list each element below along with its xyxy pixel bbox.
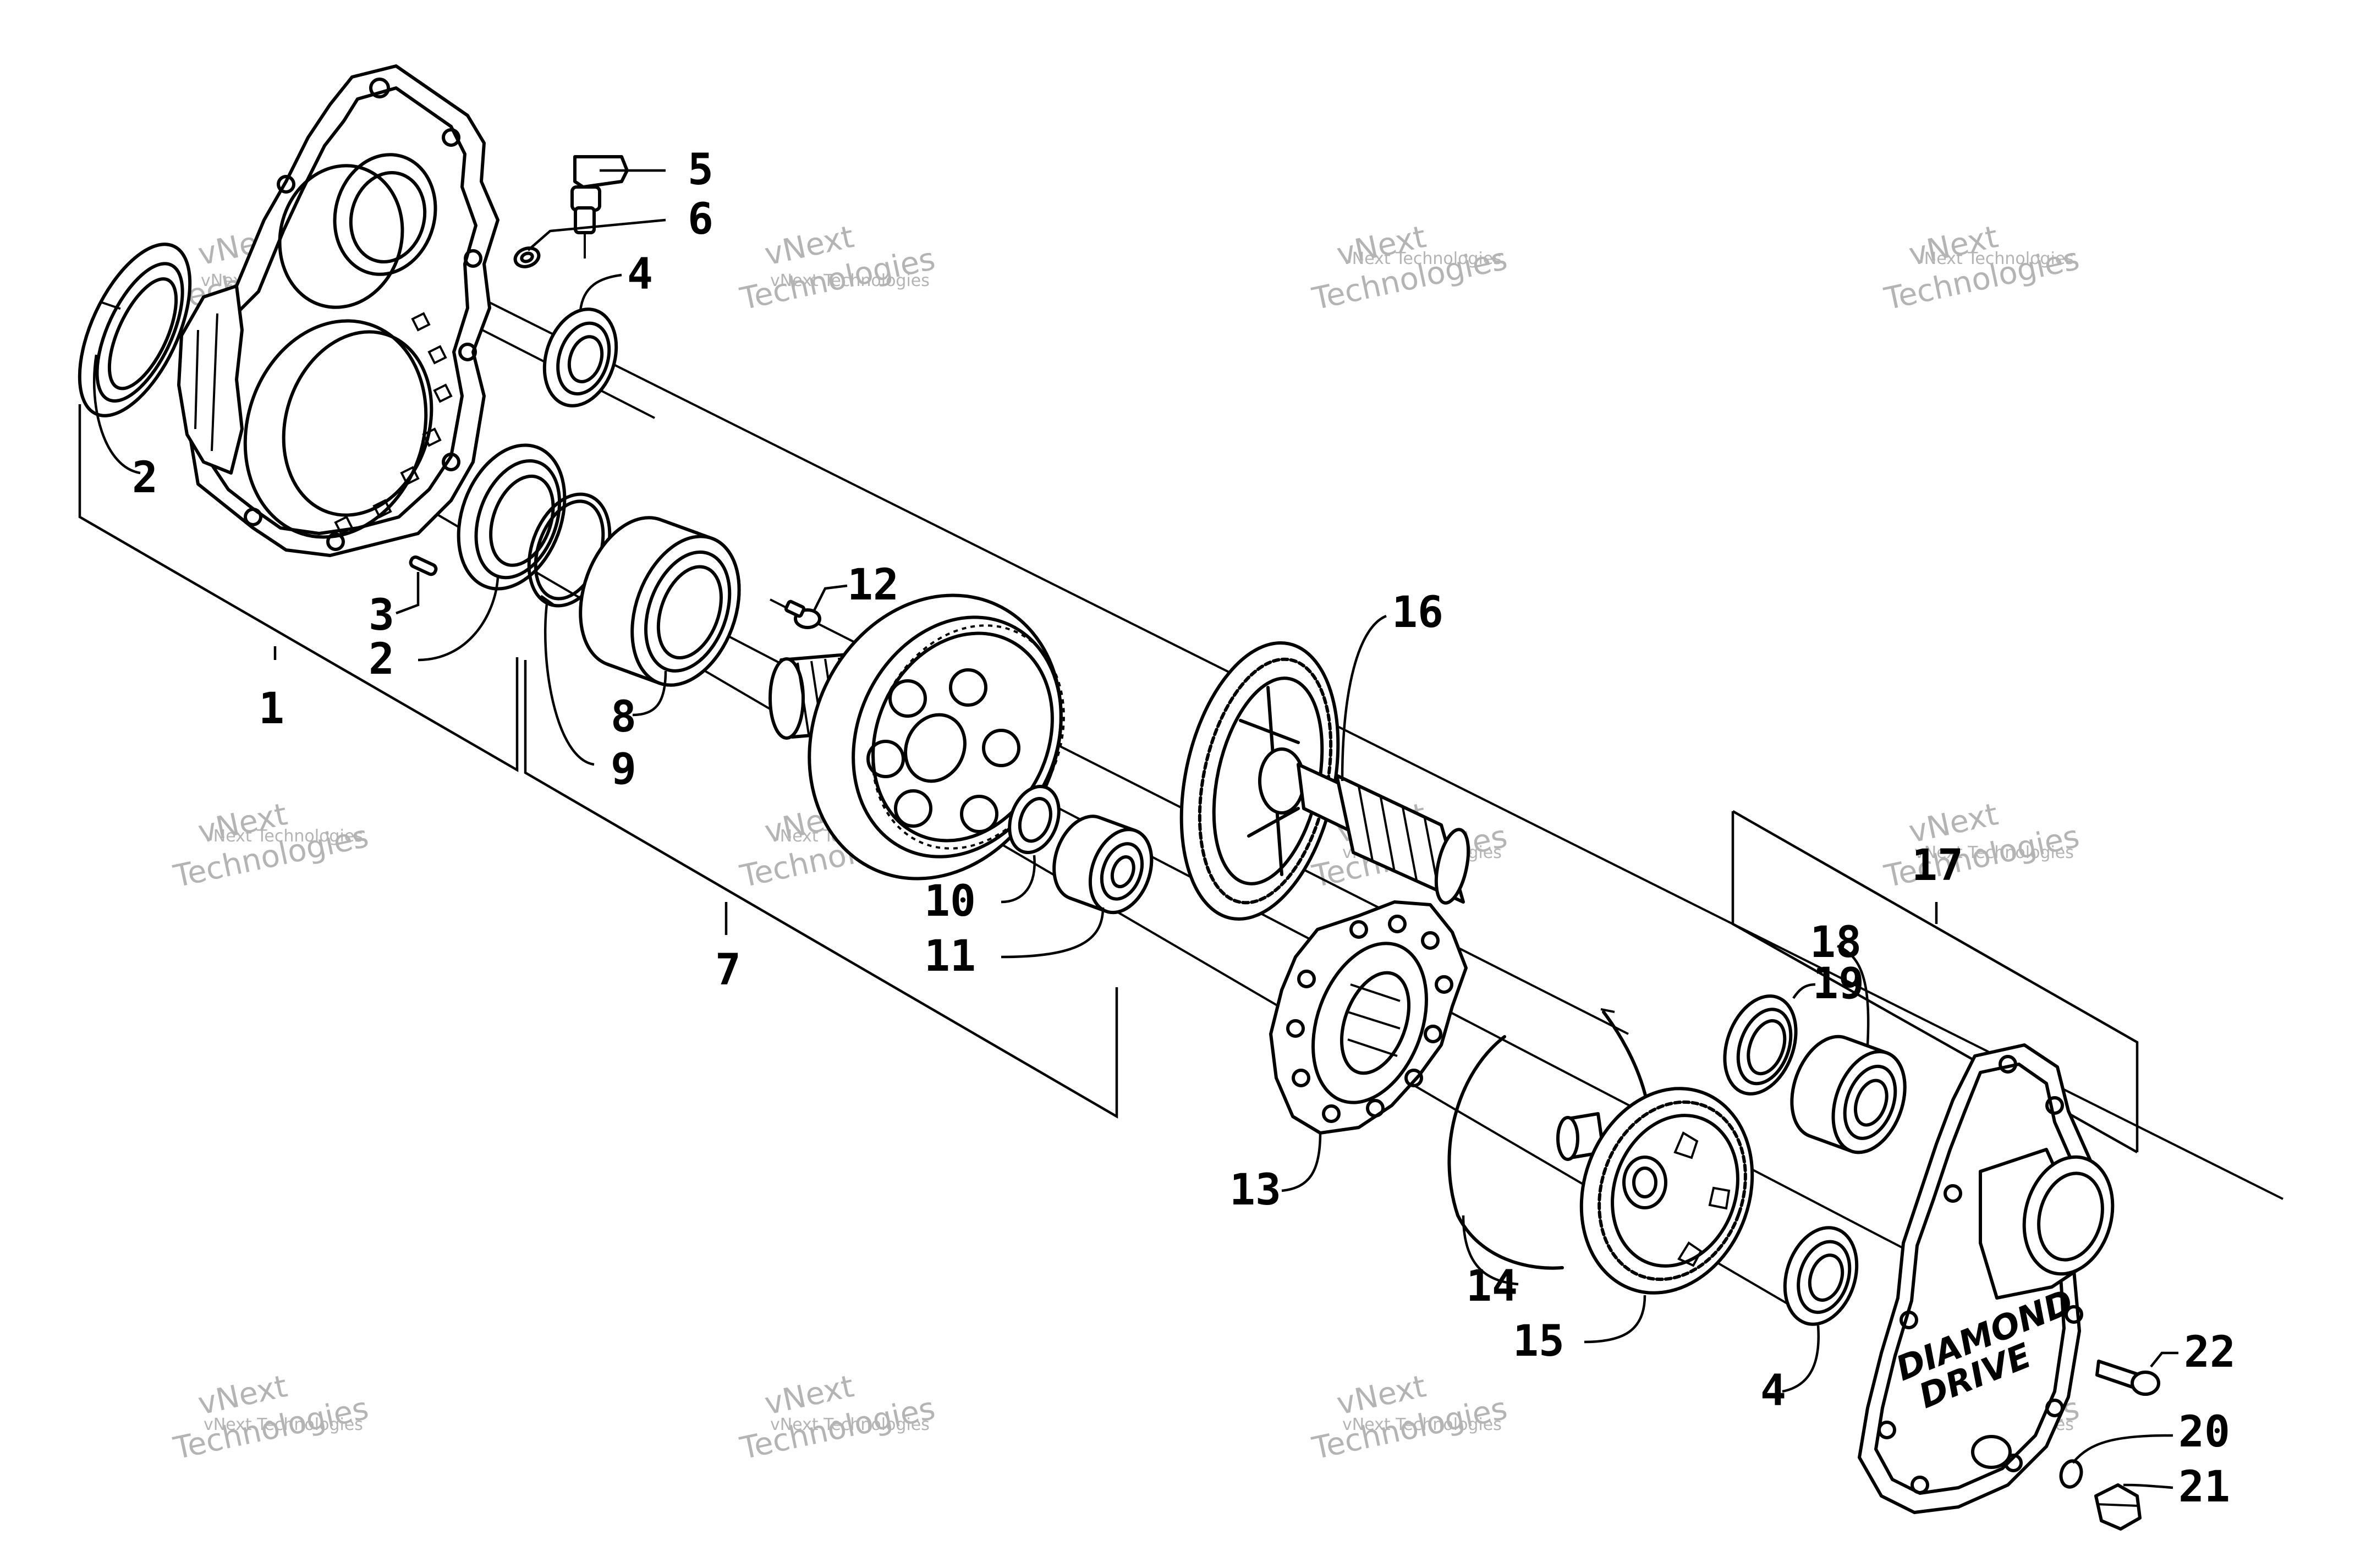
- callout-6: 6: [688, 195, 713, 244]
- o-ring-6: [513, 246, 541, 268]
- bearing-11: [1052, 815, 1154, 915]
- callout-11: 11: [924, 932, 976, 981]
- driven-gear-16: [1179, 641, 1470, 921]
- watermark: vNext Technologies: [737, 1368, 938, 1467]
- leader-21: [2123, 1483, 2173, 1489]
- leader-3: [396, 572, 420, 615]
- leader-2b: [418, 577, 499, 662]
- leader-10: [1001, 855, 1036, 904]
- screw-12: [784, 599, 821, 629]
- callout-16: 16: [1392, 588, 1443, 637]
- bearing-8: [579, 516, 741, 687]
- watermark-text: vNext Technologies: [770, 271, 930, 290]
- callout-19: 19: [1813, 959, 1864, 1009]
- watermark-text: vNext Technologies: [1342, 249, 1502, 268]
- leader-16: [1341, 614, 1387, 782]
- watermark-text: vNext Technologies: [1914, 249, 2074, 268]
- watermark-text: vNext Technologies: [1342, 1415, 1502, 1434]
- callout-15: 15: [1513, 1317, 1564, 1366]
- leader-8: [632, 670, 667, 717]
- watermark: vNext Technologies: [1309, 1368, 1510, 1467]
- leader-4b: [1782, 1325, 1820, 1393]
- gear-case-cover-17: DIAMOND DRIVE: [1858, 1043, 2115, 1514]
- watermark: vNext Technologies: [1881, 796, 2082, 895]
- sprocket-hub-13: [1269, 900, 1468, 1135]
- callout-1: 1: [259, 684, 284, 734]
- callout-5: 5: [688, 145, 713, 195]
- bracket-item-7: [524, 660, 1118, 1119]
- leader-4a: [579, 273, 622, 311]
- dowel-pin-3: [409, 555, 438, 576]
- callout-9: 9: [611, 745, 636, 794]
- washer-10: [1008, 784, 1061, 855]
- callout-22: 22: [2184, 1328, 2236, 1377]
- seal-19: [1723, 994, 1798, 1096]
- callout-21: 21: [2178, 1462, 2230, 1512]
- callout-labels: 1 2 2 3 4 4 5 6 7 8 9 10 11 12 13 14 15 …: [132, 145, 2236, 1512]
- bolt-22: [2095, 1360, 2160, 1396]
- bearing-4-lower: [1783, 1226, 1859, 1326]
- callout-2: 2: [132, 453, 158, 503]
- gear-case-housing: [177, 64, 499, 557]
- callout-12: 12: [847, 560, 899, 610]
- drive-gear-15: [1556, 1087, 1754, 1295]
- callout-4: 4: [1760, 1366, 1786, 1416]
- watermark: vNext Technologies: [737, 219, 938, 317]
- leader-11: [1001, 907, 1105, 959]
- leader-2a: [92, 354, 141, 475]
- bracket-item-1: [78, 404, 519, 772]
- callout-8: 8: [611, 692, 636, 742]
- leader-14: [1462, 1215, 1519, 1286]
- leader-22: [2150, 1351, 2178, 1368]
- callout-14: 14: [1466, 1262, 1518, 1311]
- callout-18: 18: [1810, 918, 1862, 967]
- drain-plug-21: [2094, 1483, 2142, 1531]
- watermark-text: vNext Technologies: [204, 1415, 363, 1434]
- watermark-text: vNext Technologies: [1914, 843, 2074, 862]
- callout-4: 4: [627, 250, 653, 299]
- leader-19: [1792, 983, 1816, 999]
- callout-3: 3: [369, 591, 394, 640]
- ring-gear-7: [768, 593, 1065, 881]
- seal-2-left: [78, 243, 192, 417]
- watermark-text: vNext Technologies: [204, 827, 363, 846]
- callout-17: 17: [1912, 841, 1963, 890]
- leader-15: [1584, 1295, 1646, 1344]
- leader-18: [1837, 944, 1870, 1046]
- bearing-18: [1790, 1035, 1907, 1154]
- leader-13: [1281, 1132, 1322, 1192]
- watermark: vNext Technologies: [170, 1368, 371, 1467]
- watermark-text: vNext Technologies: [770, 1415, 930, 1434]
- bearing-4-upper: [542, 307, 618, 408]
- leader-lines: [92, 169, 2178, 1489]
- leader-20: [2072, 1434, 2173, 1464]
- leader-12: [813, 584, 848, 612]
- washer-20: [2059, 1459, 2083, 1489]
- callout-20: 20: [2178, 1407, 2230, 1457]
- callout-10: 10: [924, 877, 976, 926]
- leader-9: [544, 599, 595, 766]
- speed-sensor-5: [570, 155, 629, 258]
- leader-6: [527, 218, 666, 251]
- callout-7: 7: [715, 945, 741, 995]
- bracket-item-17-top: [1732, 810, 2139, 1152]
- callout-2: 2: [369, 635, 394, 684]
- callout-13: 13: [1229, 1165, 1281, 1215]
